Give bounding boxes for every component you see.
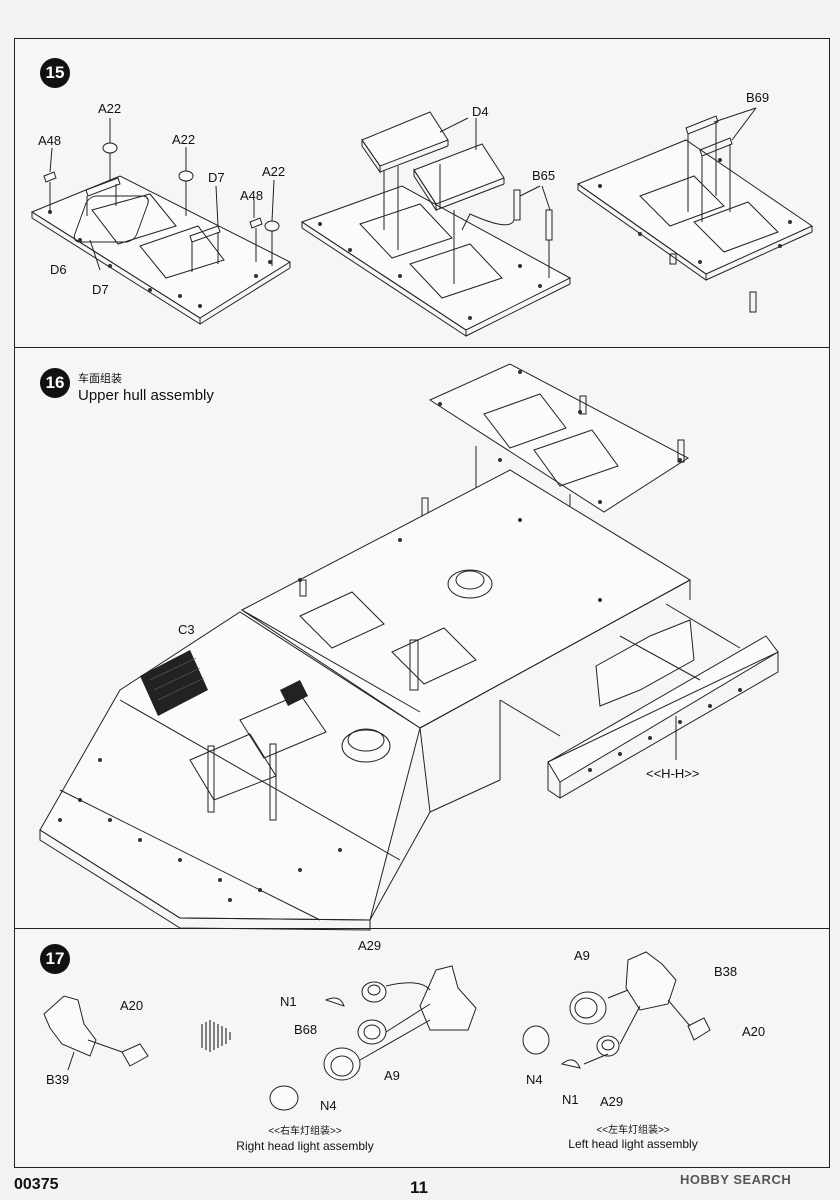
label-a22-2: A22 xyxy=(172,132,196,147)
label-b39: B39 xyxy=(46,1072,70,1087)
label-a22-1: A22 xyxy=(98,101,122,116)
step-17-badge: 17 xyxy=(40,944,70,974)
watermark: HOBBY SEARCH xyxy=(680,1172,792,1187)
step-16-drawing xyxy=(39,363,779,931)
label-b69: B69 xyxy=(746,90,770,105)
label-a29-left: A29 xyxy=(600,1094,624,1109)
step-15-drawing xyxy=(30,107,814,337)
product-code: 00375 xyxy=(14,1176,59,1193)
section-divider-16-17 xyxy=(14,928,830,929)
label-b68: B68 xyxy=(294,1022,318,1037)
label-n1-left: N1 xyxy=(562,1092,579,1107)
label-a20-right-assembly: A20 xyxy=(742,1024,766,1039)
step-15-badge: 15 xyxy=(40,58,70,88)
label-a9-right: A9 xyxy=(384,1068,400,1083)
left-headlight-caption-en: Left head light assembly xyxy=(568,1137,698,1151)
label-b38: B38 xyxy=(714,964,738,979)
label-n4-left: N4 xyxy=(526,1072,543,1087)
label-d7-2: D7 xyxy=(92,282,109,297)
label-d4: D4 xyxy=(472,104,489,119)
label-a9-left: A9 xyxy=(574,948,590,963)
page-number: 11 xyxy=(410,1178,428,1197)
label-a48-1: A48 xyxy=(38,133,62,148)
label-hh: <<H-H>> xyxy=(646,766,700,781)
step-16-badge: 16 xyxy=(40,368,70,398)
label-d7-1: D7 xyxy=(208,170,225,185)
step-16-title-en: Upper hull assembly xyxy=(78,387,214,404)
right-headlight-caption-cn: <<右车灯组装>> xyxy=(268,1126,342,1137)
label-a29-right: A29 xyxy=(358,938,382,953)
label-a22-3: A22 xyxy=(262,164,286,179)
label-a20-left: A20 xyxy=(120,998,144,1013)
label-b65: B65 xyxy=(532,168,556,183)
label-c3: C3 xyxy=(178,622,195,637)
label-a48-2: A48 xyxy=(240,188,264,203)
step-16-title-cn: 车面组装 xyxy=(78,373,122,385)
label-n1-right: N1 xyxy=(280,994,297,1009)
right-headlight-caption-en: Right head light assembly xyxy=(236,1139,374,1153)
section-divider-15-16 xyxy=(14,347,830,348)
label-d6: D6 xyxy=(50,262,67,277)
label-n4-right: N4 xyxy=(320,1098,337,1113)
left-headlight-caption-cn: <<左车灯组装>> xyxy=(596,1125,670,1136)
